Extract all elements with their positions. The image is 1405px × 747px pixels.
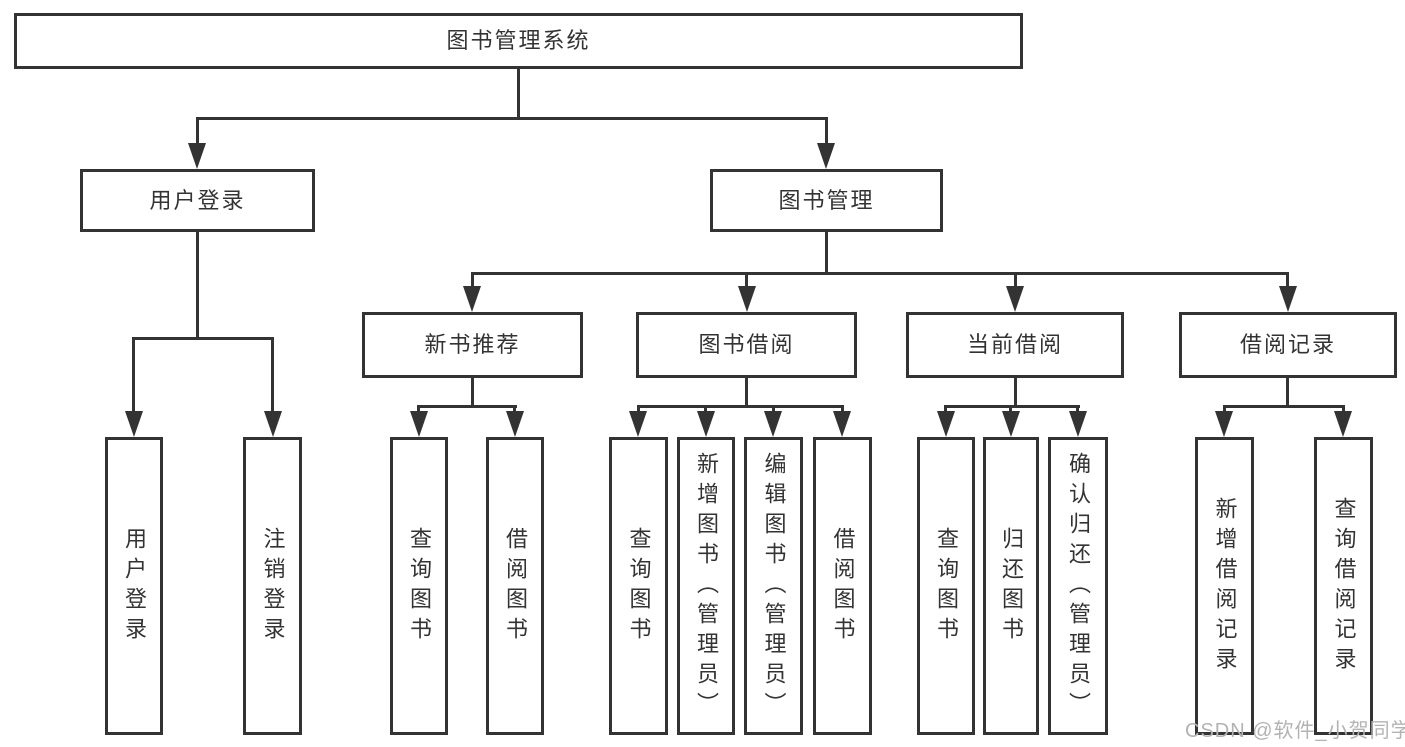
arrowhead-down-icon	[1002, 411, 1020, 437]
connector-vline	[196, 117, 199, 144]
connector-vline	[745, 378, 748, 407]
connector-vline	[196, 232, 199, 339]
connector-hline	[471, 272, 1289, 275]
leaf-current-confirm-return-admin: 确认归还（管理员）	[1048, 437, 1108, 735]
connector-vline	[132, 337, 135, 412]
leaf-logout: 注销登录	[243, 437, 302, 735]
connector-vline	[271, 337, 274, 412]
arrowhead-down-icon	[1215, 411, 1233, 437]
arrowhead-down-icon	[410, 411, 428, 437]
connector-vline	[825, 117, 828, 144]
leaf-borrow-query-books: 查询图书	[609, 437, 668, 735]
node-borrow-record: 借阅记录	[1179, 312, 1397, 378]
arrowhead-down-icon	[1069, 411, 1087, 437]
connector-vline	[745, 272, 748, 287]
arrowhead-down-icon	[738, 286, 756, 312]
connector-vline	[1014, 378, 1017, 407]
connector-hline	[132, 337, 274, 340]
connector-hline	[196, 117, 828, 120]
arrowhead-down-icon	[1279, 286, 1297, 312]
connector-vline	[1223, 405, 1226, 413]
leaf-newbook-query-books: 查询图书	[390, 437, 448, 735]
node-current-borrow: 当前借阅	[906, 312, 1124, 378]
connector-vline	[471, 272, 474, 287]
arrowhead-down-icon	[817, 143, 835, 169]
arrowhead-down-icon	[125, 411, 143, 437]
arrowhead-down-icon	[764, 411, 782, 437]
connector-vline	[417, 405, 420, 413]
arrowhead-down-icon	[188, 143, 206, 169]
arrowhead-down-icon	[1334, 411, 1352, 437]
connector-vline	[471, 378, 474, 407]
connector-vline	[704, 405, 707, 413]
arrowhead-down-icon	[506, 411, 524, 437]
connector-vline	[517, 69, 520, 119]
arrowhead-down-icon	[937, 411, 955, 437]
connector-vline	[1286, 272, 1289, 287]
arrowhead-down-icon	[463, 286, 481, 312]
connector-vline	[637, 405, 640, 413]
node-book-management: 图书管理	[710, 169, 943, 232]
arrowhead-down-icon	[1006, 286, 1024, 312]
connector-vline	[1342, 405, 1345, 413]
connector-vline	[513, 405, 516, 413]
connector-vline	[1286, 378, 1289, 407]
connector-vline	[772, 405, 775, 413]
leaf-borrow-edit-books-admin: 编辑图书（管理员）	[744, 437, 803, 735]
connector-hline	[417, 405, 517, 408]
connector-vline	[841, 405, 844, 413]
connector-hline	[944, 405, 1080, 408]
connector-hline	[637, 405, 844, 408]
leaf-borrow-add-books-admin: 新增图书（管理员）	[677, 437, 735, 735]
leaf-newbook-borrow-books: 借阅图书	[486, 437, 544, 735]
connector-vline	[1009, 405, 1012, 413]
node-user-login: 用户登录	[80, 169, 315, 232]
leaf-record-query-borrow-record: 查询借阅记录	[1314, 437, 1373, 735]
leaf-user-login: 用户登录	[105, 437, 163, 735]
node-book-borrow: 图书借阅	[636, 312, 857, 378]
arrowhead-down-icon	[697, 411, 715, 437]
arrowhead-down-icon	[264, 411, 282, 437]
arrowhead-down-icon	[833, 411, 851, 437]
leaf-borrow-borrow-books: 借阅图书	[813, 437, 872, 735]
node-new-book-recommend: 新书推荐	[362, 312, 583, 378]
node-root: 图书管理系统	[14, 13, 1023, 69]
arrowhead-down-icon	[629, 411, 647, 437]
leaf-current-return-books: 归还图书	[983, 437, 1039, 735]
connector-vline	[1014, 272, 1017, 287]
leaf-record-add-borrow-record: 新增借阅记录	[1195, 437, 1254, 735]
connector-vline	[825, 232, 828, 274]
connector-vline	[944, 405, 947, 413]
leaf-current-query-books: 查询图书	[917, 437, 975, 735]
connector-vline	[1076, 405, 1079, 413]
watermark-text: CSDN @软件_小贺同学	[1185, 720, 1405, 742]
connector-hline	[1223, 405, 1345, 408]
